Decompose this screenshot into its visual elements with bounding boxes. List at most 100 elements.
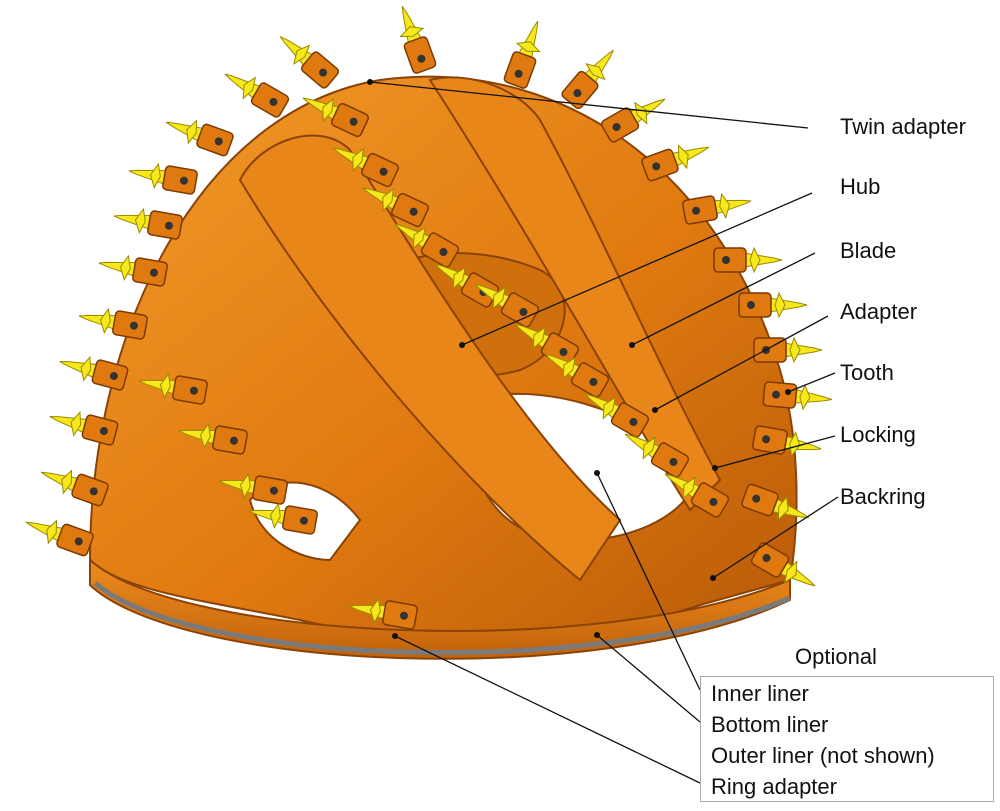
tooth-fin xyxy=(784,560,798,584)
tooth-assembly xyxy=(59,355,129,391)
label-twin-adapter: Twin adapter xyxy=(840,114,966,139)
label-tooth: Tooth xyxy=(840,360,894,385)
tooth-assembly xyxy=(248,502,318,535)
label-blade: Blade xyxy=(840,238,897,263)
tooth-assembly xyxy=(165,119,234,157)
locking-bolt xyxy=(269,98,278,106)
locking-bolt xyxy=(399,611,408,620)
locking-bolt xyxy=(652,162,661,171)
locking-bolt xyxy=(179,176,188,185)
tooth-fin xyxy=(562,356,576,380)
tooth-fin xyxy=(749,246,761,274)
tooth-assembly xyxy=(584,393,650,438)
leader-hub xyxy=(461,192,813,346)
tooth-assembly xyxy=(624,433,690,478)
tooth-assembly xyxy=(98,254,168,287)
tooth-fin xyxy=(99,307,111,334)
tooth-assembly xyxy=(362,187,430,228)
tooth-fin xyxy=(682,476,696,500)
tooth-fin xyxy=(80,355,92,382)
locking-bolt xyxy=(417,54,426,63)
locking-bolt xyxy=(752,494,761,503)
optional-item-bottom-liner: Bottom liner xyxy=(711,712,829,737)
tooth-assembly xyxy=(348,597,418,630)
adapter-block xyxy=(147,210,183,240)
locking-bolt xyxy=(722,256,730,264)
tooth-assembly xyxy=(753,336,823,364)
leader-dots xyxy=(367,79,791,639)
tooth-fin xyxy=(119,254,131,281)
tooth-fin xyxy=(789,431,801,458)
locking-bolt xyxy=(612,123,621,131)
tooth-fin xyxy=(532,326,546,350)
tooth-assembly xyxy=(682,192,752,225)
tooth-fin xyxy=(452,266,466,290)
tooth-assembly xyxy=(332,147,400,188)
tooth-tip xyxy=(78,314,119,331)
tooth-fin xyxy=(585,63,606,81)
tooth-assembly xyxy=(113,207,183,240)
leader-locking xyxy=(714,435,836,469)
adapter-block xyxy=(132,257,168,287)
locking-bolt xyxy=(519,308,528,316)
locking-bolt xyxy=(709,498,718,506)
locking-bolt xyxy=(439,248,448,256)
tooth-fin xyxy=(677,144,689,170)
locking-bolt xyxy=(573,89,582,98)
locking-bolt xyxy=(559,348,568,356)
adapter-block xyxy=(752,425,788,455)
optional-item-inner-liner: Inner liner xyxy=(711,681,809,706)
tooth-assembly xyxy=(434,263,500,308)
tooth-fin xyxy=(799,383,811,411)
label-locking: Locking xyxy=(840,422,916,447)
tooth-fin xyxy=(382,187,394,212)
tooth-fin xyxy=(199,422,211,449)
locking-bolt xyxy=(89,487,98,496)
leader-lines xyxy=(369,81,839,784)
locking-bolt xyxy=(99,427,108,436)
tooth-assembly xyxy=(664,473,730,518)
locking-bolt xyxy=(149,268,158,277)
tooth-assembly xyxy=(762,381,832,411)
tooth-assembly xyxy=(78,307,148,340)
tooth-fin xyxy=(602,396,616,420)
tooth-assembly xyxy=(279,36,340,89)
tooth-assembly xyxy=(394,223,460,268)
locking-bolt xyxy=(629,418,638,426)
tooth-assembly xyxy=(503,20,541,89)
locking-bolt xyxy=(772,390,781,399)
tooth-fin xyxy=(322,97,334,122)
locking-bolt xyxy=(349,117,358,126)
locking-bolt xyxy=(409,207,418,216)
locking-bolt xyxy=(669,458,678,466)
teeth-group xyxy=(25,5,832,630)
tooth-assembly xyxy=(750,542,816,587)
tooth-assembly xyxy=(641,144,710,182)
tooth-assembly xyxy=(399,5,437,74)
tooth-fin xyxy=(352,147,364,172)
label-backring: Backring xyxy=(840,484,926,509)
optional-title: Optional xyxy=(795,644,877,669)
tooth-tip xyxy=(128,169,169,186)
tooth-assembly xyxy=(600,98,666,143)
tooth-fin xyxy=(46,519,58,545)
locking-bolt xyxy=(762,554,771,562)
tooth-tip xyxy=(711,199,752,216)
tooth-fin xyxy=(492,286,506,310)
tooth-tip xyxy=(59,361,99,379)
tooth-assembly xyxy=(224,73,290,118)
leader-ring-adapter xyxy=(394,635,701,784)
tooth-fin xyxy=(159,372,171,399)
tooth-fin xyxy=(293,44,311,65)
tooth-tip xyxy=(49,416,89,434)
tooth-assembly xyxy=(561,49,614,110)
locking-bolt xyxy=(229,436,238,445)
locking-bolt xyxy=(214,137,223,146)
backring xyxy=(89,557,791,660)
tooth-assembly xyxy=(544,353,610,398)
tooth-fin xyxy=(242,76,256,100)
tooth-fin xyxy=(774,291,786,319)
optional-items-box: Inner liner Bottom liner Outer liner (no… xyxy=(700,676,994,802)
locking-bolt xyxy=(164,221,173,230)
tooth-fin xyxy=(719,192,731,219)
